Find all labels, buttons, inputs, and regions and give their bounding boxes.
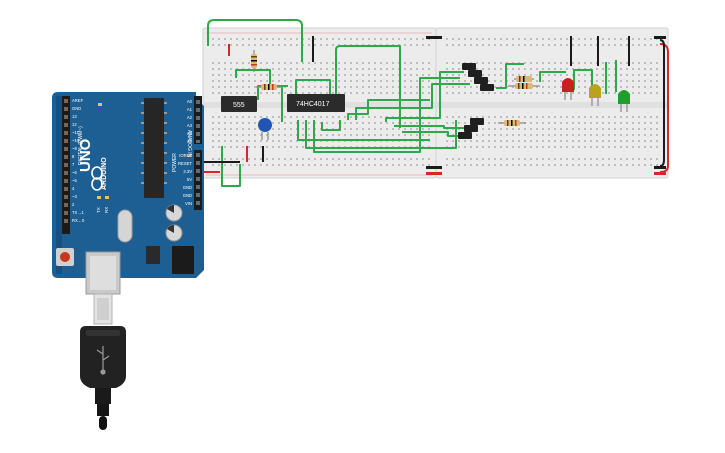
arduino-brand-text: ARDUINO — [101, 157, 108, 190]
timer-chip-label: 555 — [233, 102, 245, 109]
counter-chip-label: 74HC4017 — [296, 101, 330, 108]
pin-label: A2 — [187, 115, 193, 120]
pin-label: ~10 — [72, 138, 80, 143]
timer-chip-555: 555 — [221, 96, 257, 112]
resistor — [256, 84, 282, 90]
led-yellow — [589, 84, 601, 106]
pin-label: ~11 — [72, 130, 79, 135]
pin-label: ~3 — [72, 194, 77, 199]
power-header-label: POWER — [172, 153, 178, 172]
digital-pin-labels: AREF GND 13 12 ~11 ~10 ~9 8 7 ~6 ~5 4 ~3… — [72, 98, 85, 223]
led-green — [618, 90, 630, 112]
led-red — [562, 78, 574, 100]
resistor — [251, 50, 257, 72]
usb-cable — [80, 293, 126, 430]
pin-label: 8 — [72, 154, 75, 159]
pin-label: 5V — [187, 177, 192, 182]
pin-label: IOREF — [179, 153, 192, 158]
pin-label: 2 — [72, 202, 75, 207]
resistor — [508, 83, 540, 89]
arduino-model-text: UNO — [77, 138, 94, 172]
rail-markers — [228, 36, 666, 175]
usb-icon — [96, 346, 110, 375]
pin-label: A1 — [187, 107, 193, 112]
pin-label: A3 — [187, 123, 193, 128]
pin-label: RX←0 — [72, 218, 85, 223]
analog-header-label: ANALOG IN — [186, 130, 192, 158]
pin-label: RESET — [178, 161, 192, 166]
tx-label: TX — [96, 207, 101, 213]
pin-label: A5 — [187, 139, 193, 144]
rx-label: RX — [104, 207, 109, 213]
resistor — [514, 76, 534, 82]
pin-label: GND — [183, 185, 192, 190]
pin-label: 12 — [72, 122, 77, 127]
arduino-logo — [91, 166, 103, 191]
pin-label: ~6 — [72, 170, 77, 175]
pin-label: A0 — [187, 99, 193, 104]
counter-chip-74hc4017: 74HC4017 — [287, 94, 345, 112]
arduino-uno: UNO ARDUINO DIGITAL (PWM~) ANALOG IN POW… — [52, 92, 204, 295]
digital-header-label: DIGITAL (PWM~) — [78, 126, 84, 165]
pin-label: A4 — [187, 131, 193, 136]
pin-label: GND — [183, 193, 192, 198]
pin-label: 3.3V — [183, 169, 192, 174]
transistor-array — [458, 63, 494, 139]
power-pin-labels: IOREF RESET 3.3V 5V GND GND VIN — [178, 153, 192, 206]
resistor — [498, 120, 526, 126]
pin-label: ~5 — [72, 178, 77, 183]
pin-label: 7 — [72, 162, 75, 167]
pin-label: GND — [72, 106, 81, 111]
pin-label: ~9 — [72, 146, 77, 151]
pin-label: VIN — [185, 201, 192, 206]
breadboard-right — [435, 27, 669, 179]
pin-label: 4 — [72, 186, 75, 191]
wires-green — [207, 19, 617, 187]
analog-pin-labels: A0 A1 A2 A3 A4 A5 — [187, 99, 193, 144]
capacitor — [258, 118, 272, 140]
wires-black — [199, 39, 665, 167]
pin-label: TX→1 — [72, 210, 85, 215]
resistors — [251, 50, 540, 126]
pin-label: AREF — [72, 98, 84, 103]
pin-label: 13 — [72, 114, 77, 119]
